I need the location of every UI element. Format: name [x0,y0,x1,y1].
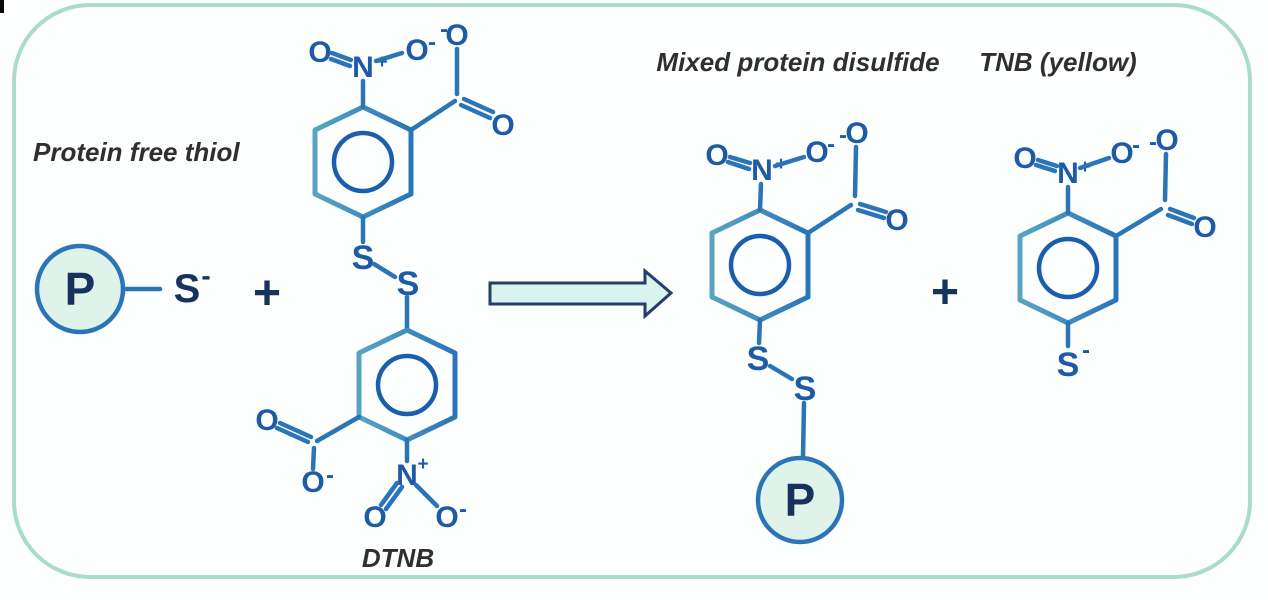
bond [373,50,405,64]
minus-charge: - [1132,132,1140,159]
protein-label: P [65,263,96,315]
oxygen-atom: O [308,36,331,69]
bond [772,154,807,169]
sulfur-atom: S [747,340,770,378]
oxygen-atom: O [1193,211,1216,244]
benzene-ring [709,207,811,323]
nitrogen-atom: N [396,459,418,492]
reaction-arrow [488,267,674,320]
minus-charge: - [428,29,436,56]
bond [1113,206,1164,239]
label-dtnb: DTNB [362,543,434,573]
minus-charge: - [459,496,467,523]
oxygen-atom: O [445,19,468,52]
bond [800,400,807,460]
nitrogen-atom: N [352,51,374,84]
oxygen-atom: O [301,466,324,499]
minus-charge: - [440,16,448,43]
benzene-ring [1017,210,1119,326]
minus-charge: - [1082,337,1090,364]
product-mixed-disulfide: N + O O - - O O S S P [705,117,909,545]
double-bond [277,420,314,440]
double-bond [461,96,496,115]
minus-charge: - [1149,129,1157,156]
product-tnb: N + O O - - O O S - [1013,124,1216,384]
plus-operator: + [253,267,281,320]
oxygen-atom: O [405,34,428,67]
double-bond [855,207,887,221]
minus-charge: - [827,131,835,158]
sulfur-atom: S [397,265,420,303]
bond [371,261,398,280]
protein-label: P [785,474,816,526]
double-bond [458,102,493,121]
reactant-protein-thiol: P S - [34,243,211,335]
plus-charge: + [376,52,387,73]
minus-charge: - [839,122,847,149]
bond [1077,155,1112,171]
sulfur-atom: S [174,267,201,311]
oxygen-atom: O [255,404,278,437]
oxygen-atom: O [1110,137,1133,170]
oxygen-atom: O [1013,142,1036,175]
double-bond [857,201,889,215]
double-bond [1033,162,1058,174]
oxygen-atom: O [845,117,868,150]
double-bond [1035,157,1060,169]
aromatic-circle [375,353,439,417]
bond [767,363,795,382]
bond [1162,151,1169,203]
double-bond [274,425,311,445]
oxygen-atom: O [885,204,908,237]
label-protein-free-thiol: Protein free thiol [33,137,240,167]
aromatic-circle [331,130,395,194]
oxygen-atom: O [363,501,386,534]
reagent-dtnb: N + O O - - O O S S N [255,16,514,534]
oxygen-atom: O [1155,124,1178,157]
oxygen-atom: O [805,136,828,169]
oxygen-atom: O [705,139,728,172]
double-bond [328,56,353,69]
corner-artifact [0,0,4,13]
minus-charge: - [326,462,334,489]
double-bond [329,50,354,63]
bond [413,482,440,509]
double-bond [727,154,753,166]
sulfur-atom: S [794,370,817,408]
aromatic-circle [728,233,792,297]
minus-charge: - [201,260,210,291]
benzene-ring [312,104,414,220]
double-bond [378,480,400,508]
label-mixed-protein-disulfide: Mixed protein disulfide [656,47,939,77]
bond [757,181,764,213]
bond [408,98,458,133]
double-bond [1167,206,1197,221]
nitrogen-atom: N [1057,157,1079,190]
plus-operator: + [931,266,959,319]
bond [314,414,362,444]
double-bond [1165,212,1195,227]
label-tnb-yellow: TNB (yellow) [979,47,1136,77]
oxygen-atom: O [435,501,458,534]
sulfur-atom: S [1057,346,1080,384]
sulfur-atom: S [352,239,375,277]
double-bond [725,159,752,172]
protein-circle [755,455,845,545]
benzene-ring [356,327,458,443]
bond [805,202,854,236]
double-bond [383,484,405,512]
bond [756,317,763,346]
bond [310,445,317,472]
rounded-panel-border [12,3,1252,579]
aromatic-circle [1036,236,1100,300]
plus-charge: + [417,454,428,475]
oxygen-atom: O [491,109,514,142]
nitrogen-atom: N [751,154,773,187]
bond [852,144,859,199]
